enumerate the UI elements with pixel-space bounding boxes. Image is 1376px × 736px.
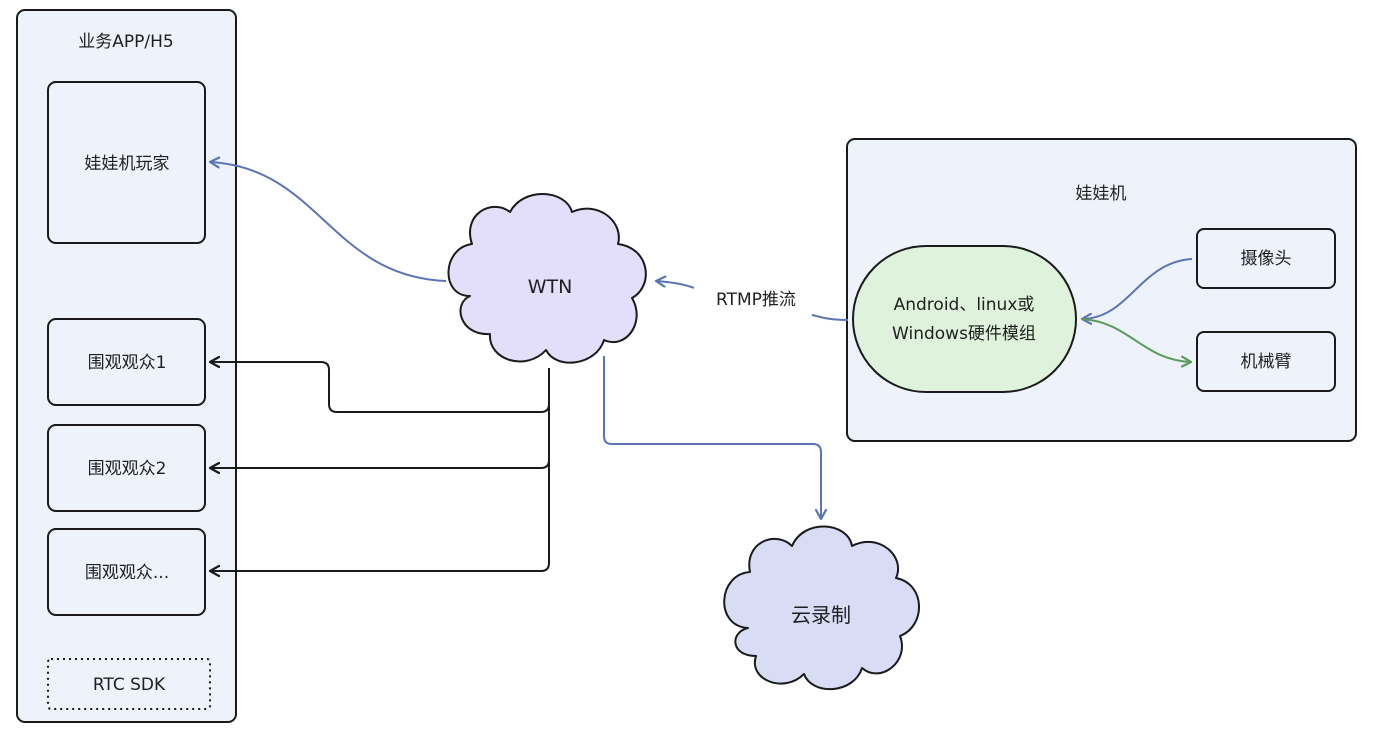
edge-camera-to-module	[1082, 258, 1193, 319]
edge-wtn-to-viewer-3	[210, 460, 550, 571]
wtn-cloud-shape	[447, 193, 647, 364]
machine-panel-title: 娃娃机	[1076, 184, 1127, 204]
viewer-label-1: 围观观众1	[88, 353, 167, 373]
app-panel-title: 业务APP/H5	[78, 32, 173, 52]
rtmp-push-label: RTMP推流	[716, 290, 796, 310]
machine-panel: 娃娃机 Android、linux或 Windows硬件模组 摄像头 机械臂	[846, 138, 1357, 442]
cloud-record-shape	[723, 525, 920, 690]
cloud-record-label: 云录制	[791, 603, 851, 627]
camera-label: 摄像头	[1241, 249, 1292, 269]
edge-wtn-to-player	[210, 162, 447, 282]
viewer-node-3[interactable]: 围观观众...	[47, 528, 206, 616]
arm-node[interactable]: 机械臂	[1196, 331, 1336, 392]
edge-module-to-wtn-lower	[811, 314, 849, 321]
edge-wtn-to-record	[603, 356, 821, 519]
viewer-node-2[interactable]: 围观观众2	[47, 424, 206, 512]
hardware-module-line-1: Android、linux或	[894, 295, 1035, 315]
viewer-label-3: 围观观众...	[85, 563, 169, 583]
cloud-record[interactable]: 云录制	[723, 525, 920, 690]
rtc-sdk-label: RTC SDK	[93, 675, 166, 695]
rtc-sdk-node[interactable]: RTC SDK	[47, 658, 211, 710]
viewer-node-1[interactable]: 围观观众1	[47, 318, 206, 406]
player-node[interactable]: 娃娃机玩家	[47, 81, 206, 244]
arm-label: 机械臂	[1241, 352, 1292, 372]
wtn-cloud[interactable]: WTN	[447, 193, 647, 364]
camera-node[interactable]: 摄像头	[1196, 228, 1336, 289]
hardware-module-node[interactable]: Android、linux或 Windows硬件模组	[852, 245, 1077, 393]
wtn-label: WTN	[528, 276, 573, 298]
app-panel: 业务APP/H5 娃娃机玩家 围观观众1 围观观众2 围观观众... RTC S…	[16, 9, 237, 723]
viewer-label-2: 围观观众2	[88, 459, 167, 479]
edge-module-to-wtn-upper	[656, 281, 695, 289]
hardware-module-line-2: Windows硬件模组	[892, 324, 1036, 344]
player-label: 娃娃机玩家	[85, 154, 170, 174]
edge-module-to-arm	[1081, 318, 1191, 362]
edge-wtn-to-viewer-2	[210, 404, 550, 468]
edge-wtn-to-viewer-1	[210, 362, 550, 413]
